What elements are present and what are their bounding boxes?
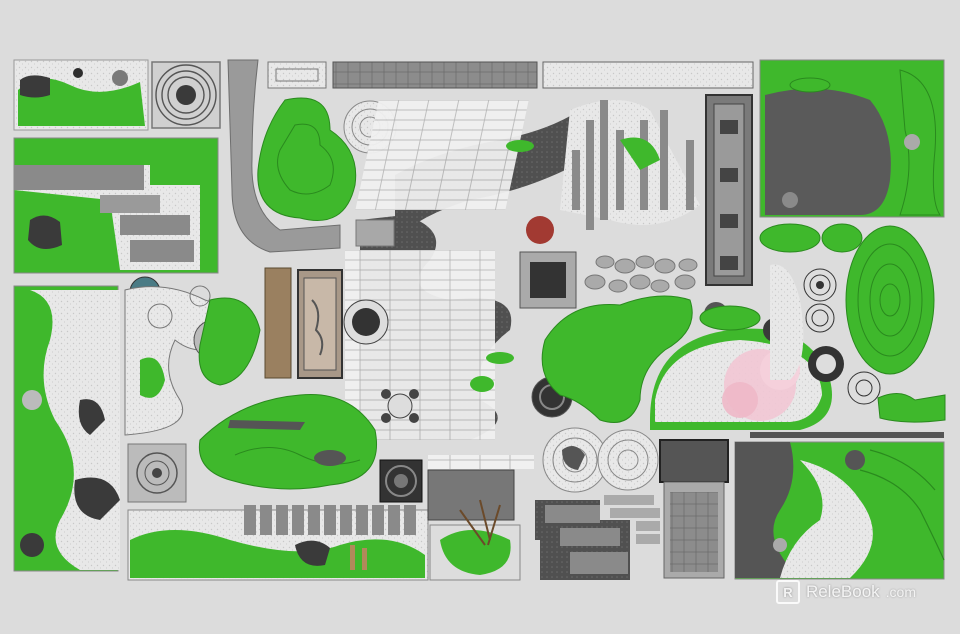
wooden-bridge (264, 267, 292, 379)
rock-icon (28, 215, 62, 249)
zen-circle-tile (151, 61, 221, 129)
table-and-stools (381, 389, 419, 423)
zen-ring-stack (770, 264, 881, 405)
watermark-suffix: .com (885, 584, 916, 600)
tree-icon (459, 499, 501, 546)
rock-icon (73, 68, 83, 78)
plank-steps-cascade (345, 100, 585, 440)
lantern-base-square (127, 443, 187, 503)
dry-river-garden-left (13, 285, 120, 572)
stepping-stone-cluster (584, 255, 698, 293)
zen-ring-pair (542, 427, 659, 493)
divider-bar (750, 432, 944, 438)
pond-garden-top-right (759, 59, 945, 218)
stone-bench (427, 469, 515, 521)
rock-icon (112, 70, 128, 86)
inlaid-stone-slab (705, 94, 753, 286)
gate-and-paving (659, 439, 729, 579)
lawn-patches-right (699, 223, 935, 375)
lawn-ribbon (877, 393, 946, 423)
garden-strip-bottom (127, 505, 429, 581)
umbrella-icon (526, 216, 554, 244)
rock-icon (20, 75, 50, 98)
lawn-island-lower (198, 393, 377, 490)
garden-stair-block (13, 137, 219, 274)
lawn-blob (257, 97, 357, 222)
ornamental-medallion-square (379, 459, 423, 503)
garden-tile-bottom-right (734, 441, 945, 580)
stepped-slabs (535, 495, 660, 580)
tree-planter (429, 499, 521, 581)
stone-basin-round (343, 299, 389, 345)
watermark: R RelеBook .com (775, 580, 916, 604)
garden-tile-top-left (13, 59, 149, 131)
paving-strips-top (267, 61, 754, 89)
stone-pad-square (519, 251, 577, 309)
watermark-brand: RelеBook (805, 582, 880, 601)
lawn-blob-large (541, 295, 693, 423)
lawn-blob-small (198, 297, 261, 386)
logo-mark-icon: R (775, 580, 800, 604)
stepping-stone-path (227, 59, 341, 253)
calligraphy-stone-panel (297, 269, 343, 379)
vertical-bar-screen (560, 100, 700, 230)
